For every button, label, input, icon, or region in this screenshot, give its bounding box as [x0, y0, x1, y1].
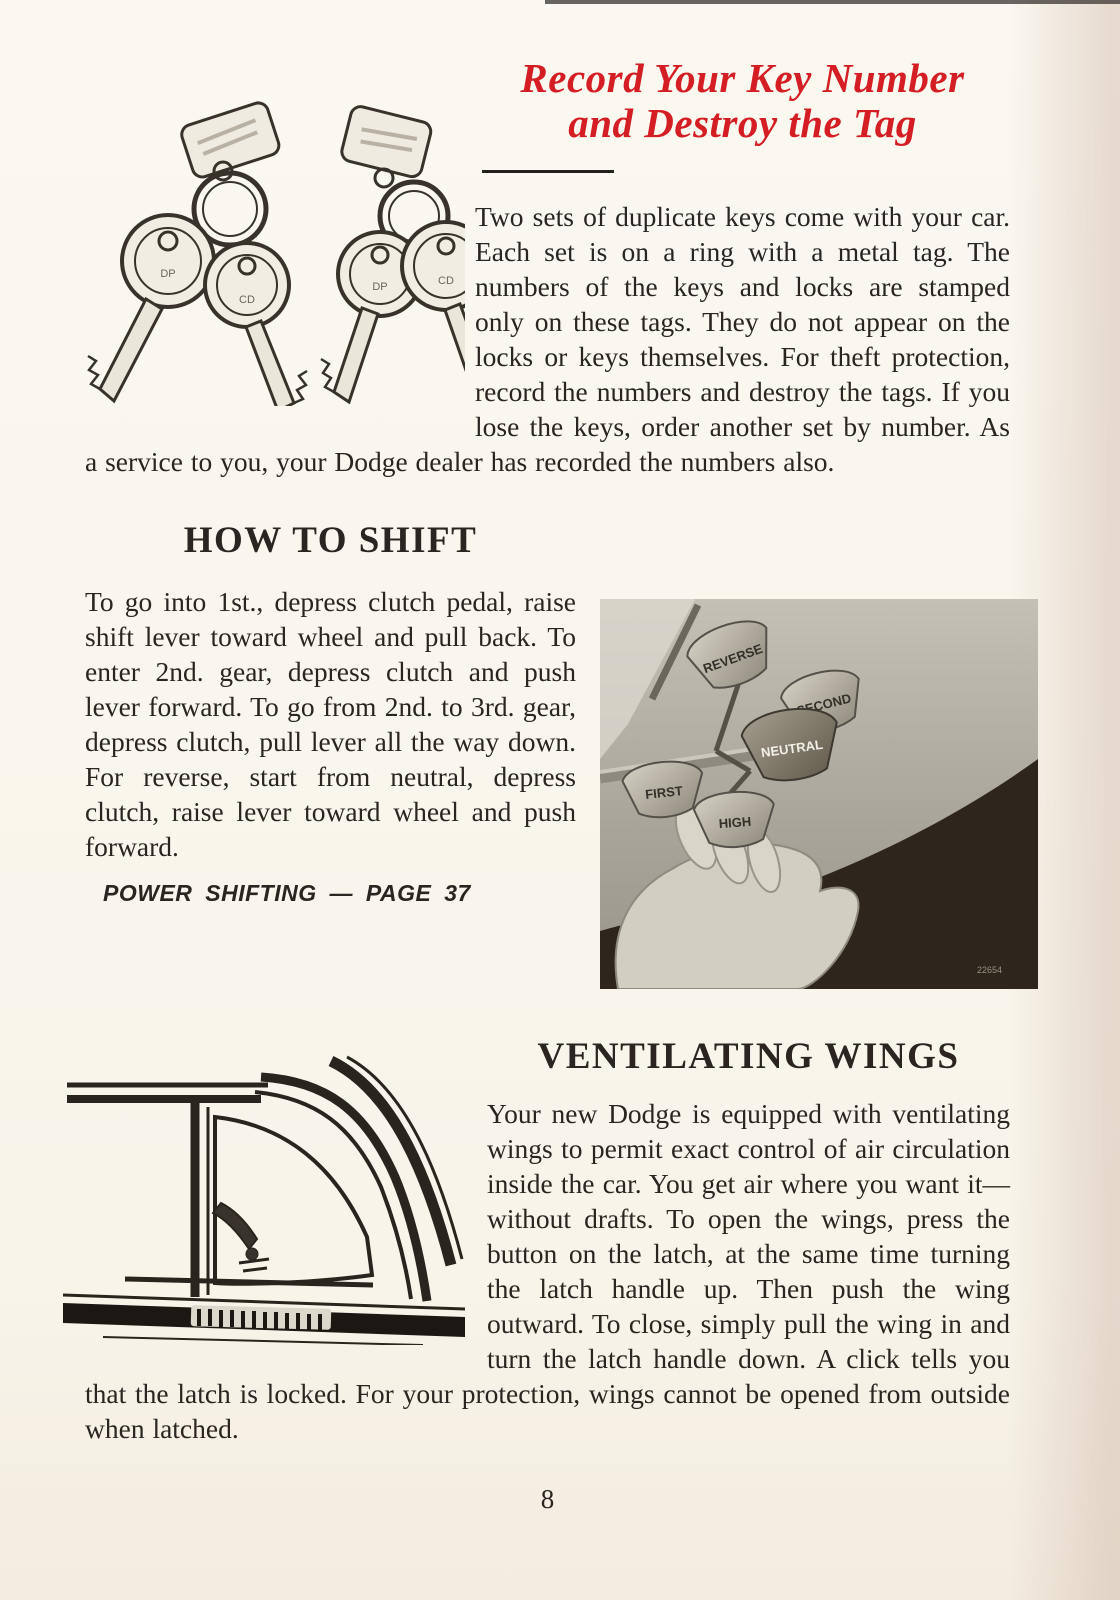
key-number-section: DP CD	[85, 55, 1010, 479]
vent-heading: VENTILATING WINGS	[537, 1036, 960, 1078]
key-stamp: CD	[239, 294, 255, 306]
key-stamp: CD	[438, 275, 454, 287]
high-knob: HIGH	[692, 791, 775, 849]
shift-paragraph: To go into 1st., depress clutch pedal, r…	[85, 586, 576, 863]
page-title: Record Your Key Number and Destroy the T…	[85, 55, 1010, 147]
scan-artifact	[545, 0, 1120, 4]
gear-shift-photo-image: REVERSE SECOND NEUTRAL FIRST HIGH	[599, 599, 1038, 991]
vent-window-drawing-icon	[62, 1055, 466, 1347]
gear-shift-photo: REVERSE SECOND NEUTRAL FIRST HIGH	[599, 599, 1038, 991]
vent-paragraph: Your new Dodge is equipped with ventilat…	[85, 1098, 1010, 1445]
how-to-shift-section: REVERSE SECOND NEUTRAL FIRST HIGH	[85, 519, 1038, 991]
first-label: FIRST	[644, 783, 683, 802]
page-number: 8	[540, 1484, 555, 1515]
reverse-knob: REVERSE	[686, 620, 768, 689]
photo-number: 22654	[977, 965, 1002, 975]
page-title-line1: Record Your Key Number	[520, 55, 965, 101]
power-shifting-crossref: POWER SHIFTING — PAGE 37	[103, 880, 471, 907]
keys-drawing-icon: DP CD	[87, 101, 506, 414]
shift-heading: HOW TO SHIFT	[183, 520, 478, 562]
heading-divider	[481, 170, 614, 174]
page-title-line2: and Destroy the Tag	[568, 100, 917, 147]
key-paragraph: Two sets of duplicate keys come with you…	[85, 201, 1010, 478]
ventilating-wings-section: VENTILATING WINGS Your new Dodge is equi…	[62, 1035, 1010, 1446]
high-label: HIGH	[718, 814, 751, 831]
keys-illustration: DP CD	[70, 94, 506, 414]
first-knob: FIRST	[621, 760, 704, 819]
key-stamp: DP	[372, 281, 387, 293]
neutral-knob: NEUTRAL	[740, 708, 838, 782]
vent-window-illustration	[62, 1045, 466, 1347]
key-stamp: DP	[160, 268, 175, 280]
